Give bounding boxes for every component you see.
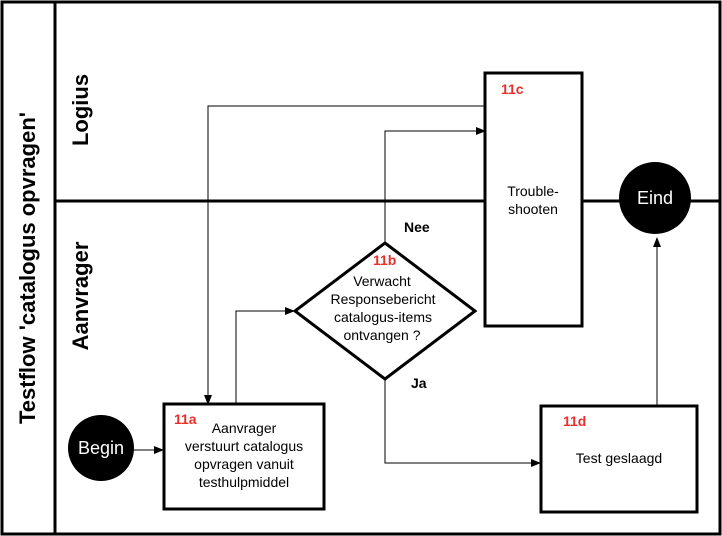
decision-11b-id: 11b — [373, 252, 396, 268]
decision-11b-line3: catalogus-items — [334, 309, 432, 325]
step-11a: 11a Aanvrager verstuurt catalogus opvrag… — [162, 402, 326, 511]
step-11a-id: 11a — [174, 411, 197, 427]
step-11a-line1: Aanvrager — [212, 420, 277, 436]
lane-label-logius: Logius — [68, 74, 93, 146]
step-11d-id: 11d — [563, 413, 586, 429]
step-11c-id: 11c — [501, 81, 524, 97]
edge-11b-to-11d — [384, 379, 541, 467]
edge-11b-to-11c — [384, 127, 486, 243]
step-11a-line2: verstuurt catalogus — [185, 438, 303, 454]
step-11d-line1: Test geslaagd — [576, 450, 662, 466]
decision-11b-line1: Verwacht — [353, 273, 411, 289]
decision-11b-line2: Responsebericht — [330, 291, 435, 307]
decision-11b-line4: ontvangen ? — [343, 327, 420, 343]
pool-title: Testflow 'catalogus opvragen' — [15, 112, 40, 424]
end-label: Eind — [637, 188, 673, 208]
start-event: Begin — [68, 415, 134, 481]
step-11c-line2: shooten — [508, 201, 558, 217]
edge-11c-to-11a — [204, 105, 485, 405]
step-11c: 11c Trouble- shooten — [483, 71, 584, 328]
end-event: Eind — [619, 162, 691, 234]
decision-11b: 11b Verwacht Responsebericht catalogus-i… — [292, 241, 478, 381]
step-11a-line4: testhulpmiddel — [199, 474, 289, 490]
branch-label-no: Nee — [404, 219, 430, 235]
edge-11a-to-11b — [235, 307, 295, 404]
branch-label-yes: Ja — [411, 375, 427, 391]
step-11a-line3: opvragen vanuit — [194, 456, 294, 472]
start-label: Begin — [78, 438, 124, 458]
lane-label-aanvrager: Aanvrager — [68, 241, 93, 350]
step-11d: 11d Test geslaagd — [539, 404, 699, 514]
step-11c-line1: Trouble- — [507, 183, 559, 199]
